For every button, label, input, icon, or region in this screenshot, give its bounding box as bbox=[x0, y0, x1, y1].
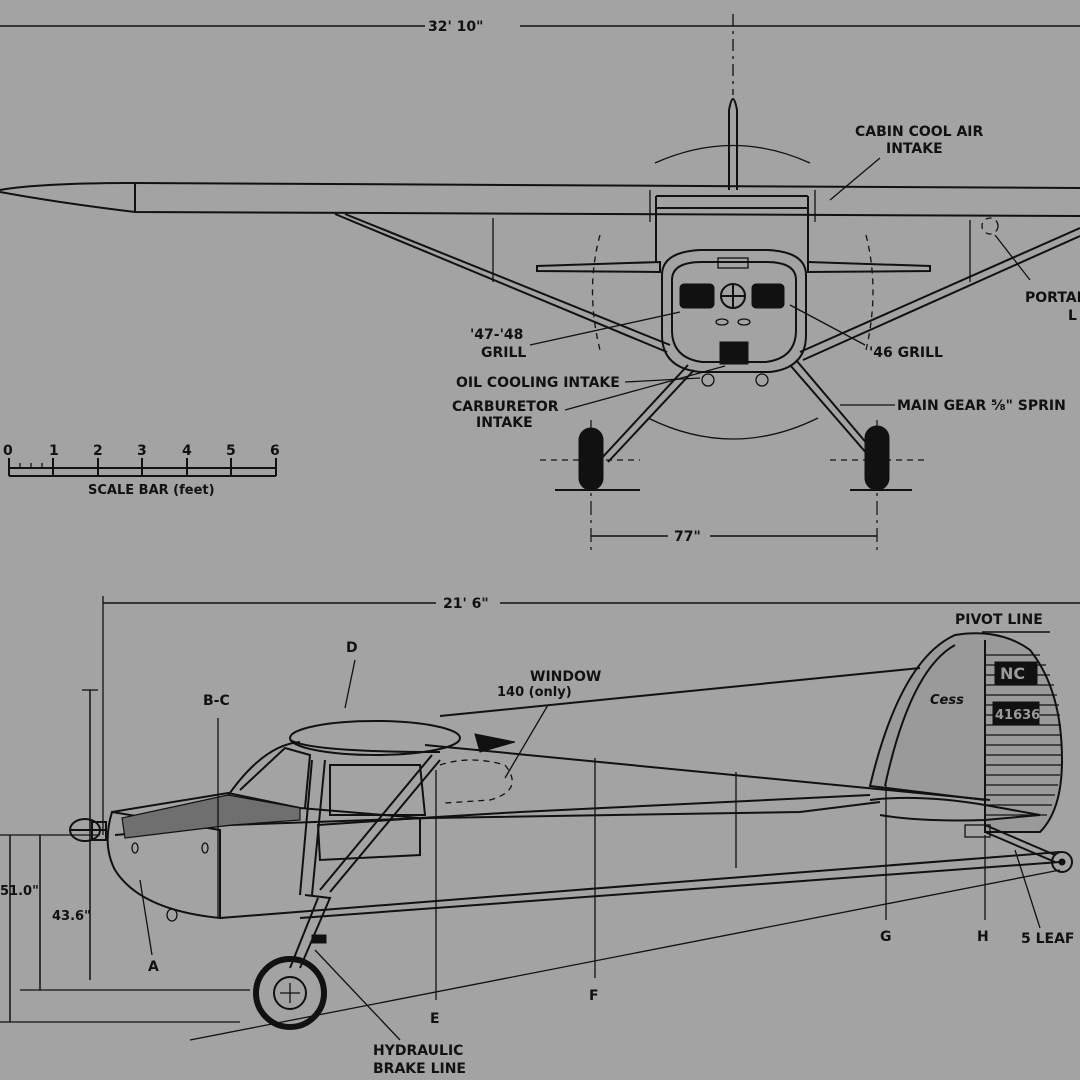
front-leaders bbox=[529, 157, 1031, 411]
height-dimensions: 51.0" 43.6" bbox=[0, 689, 250, 1023]
grill-47-48-left bbox=[679, 283, 715, 309]
landing-gear-front bbox=[540, 359, 925, 550]
vertical-fin bbox=[728, 98, 738, 190]
span-label: 32' 10" bbox=[428, 19, 483, 35]
main-wheel-side bbox=[253, 956, 327, 1030]
window-label: WINDOW bbox=[530, 669, 601, 685]
carburetor-intake-box bbox=[719, 341, 749, 365]
wing-side bbox=[289, 720, 516, 756]
station-f-label: F bbox=[589, 988, 599, 1004]
hydraulic-brake-line-label: HYDRAULIC bbox=[373, 1043, 463, 1059]
rudder-logo: Cess bbox=[930, 693, 964, 708]
wing-struts-front bbox=[334, 213, 1080, 361]
tail-spring-label: 5 LEAF bbox=[1021, 931, 1075, 947]
pivot-line-dimension: PIVOT LINE bbox=[955, 612, 1050, 633]
scale-tick-1: 1 bbox=[49, 443, 59, 459]
portable-light-label-2: L bbox=[1068, 308, 1077, 324]
engine-cowl-side bbox=[106, 794, 301, 922]
portable-light-label: PORTAB bbox=[1025, 290, 1080, 306]
side-leaders bbox=[314, 704, 1041, 1041]
carburetor-intake-label: CARBURETOR bbox=[452, 399, 559, 415]
station-h-label: H bbox=[977, 929, 989, 945]
station-g-label: G bbox=[880, 929, 892, 945]
length-dimension: 21' 6" bbox=[102, 596, 1080, 835]
oil-cooling-intake-label: OIL COOLING INTAKE bbox=[456, 375, 620, 391]
spinner-side-icon bbox=[69, 818, 107, 842]
grill-47-48-label-2: GRILL bbox=[481, 345, 526, 361]
length-label: 21' 6" bbox=[443, 596, 489, 612]
fuselage-front bbox=[655, 195, 809, 262]
gear-track-label: 77" bbox=[674, 529, 701, 545]
scale-tick-0: 0 bbox=[3, 443, 13, 459]
side-view: 21' 6" PIVOT LINE 51.0" 43.6" bbox=[0, 596, 1080, 1077]
cabin-cool-air-label-2: INTAKE bbox=[886, 141, 943, 157]
tail-fin-rudder: NC 41636 Cess bbox=[868, 632, 1064, 833]
portable-light-icon bbox=[981, 217, 999, 235]
main-gear-spring-label: MAIN GEAR ⅝" SPRIN bbox=[897, 398, 1066, 414]
scale-tick-2: 2 bbox=[93, 443, 103, 459]
span-dimension: 32' 10" bbox=[0, 14, 1080, 95]
grill-47-48-label: '47-'48 bbox=[470, 327, 523, 343]
carburetor-intake-label-2: INTAKE bbox=[476, 415, 533, 431]
wing-front bbox=[0, 181, 1080, 222]
grill-46-right bbox=[751, 283, 785, 309]
station-d-label: D bbox=[346, 640, 358, 656]
station-lines bbox=[139, 659, 437, 1000]
ground-line bbox=[189, 869, 1061, 1041]
cabin-cool-air-label: CABIN COOL AIR bbox=[855, 124, 983, 140]
front-view: 32' 10" bbox=[0, 14, 1080, 550]
engine-cowling bbox=[661, 249, 807, 387]
registration-prefix: NC bbox=[1000, 664, 1025, 683]
hydraulic-brake-line-label-2: BRAKE LINE bbox=[373, 1061, 466, 1077]
scale-tick-6: 6 bbox=[270, 443, 280, 459]
horizontal-stabilizer-front bbox=[536, 260, 931, 274]
tail-wheel bbox=[964, 824, 1073, 873]
main-gear-side bbox=[253, 894, 332, 1030]
station-bc-label: B-C bbox=[203, 693, 230, 709]
gear-track-dimension: 77" bbox=[591, 529, 877, 545]
propeller-disc bbox=[591, 144, 874, 440]
wing-strut-side bbox=[299, 754, 441, 896]
cabin-side bbox=[239, 746, 427, 862]
pivot-line-label: PIVOT LINE bbox=[955, 612, 1043, 628]
scale-tick-4: 4 bbox=[182, 443, 192, 459]
scale-bar-label: SCALE BAR (feet) bbox=[88, 483, 215, 498]
horizontal-stabilizer-side bbox=[869, 796, 1041, 822]
height-1-label: 51.0" bbox=[0, 884, 39, 899]
window-label-2: 140 (only) bbox=[497, 685, 572, 700]
scale-tick-5: 5 bbox=[226, 443, 236, 459]
scale-bar: 0 1 2 3 4 5 6 SCALE BAR (feet) bbox=[3, 443, 280, 498]
grill-46-label: '46 GRILL bbox=[869, 345, 943, 361]
scale-tick-3: 3 bbox=[137, 443, 147, 459]
station-e-label: E bbox=[430, 1011, 440, 1027]
height-2-label: 43.6" bbox=[52, 909, 91, 924]
registration-number: 41636 bbox=[995, 708, 1040, 723]
window-140 bbox=[439, 759, 513, 804]
station-a-label: A bbox=[148, 959, 159, 975]
